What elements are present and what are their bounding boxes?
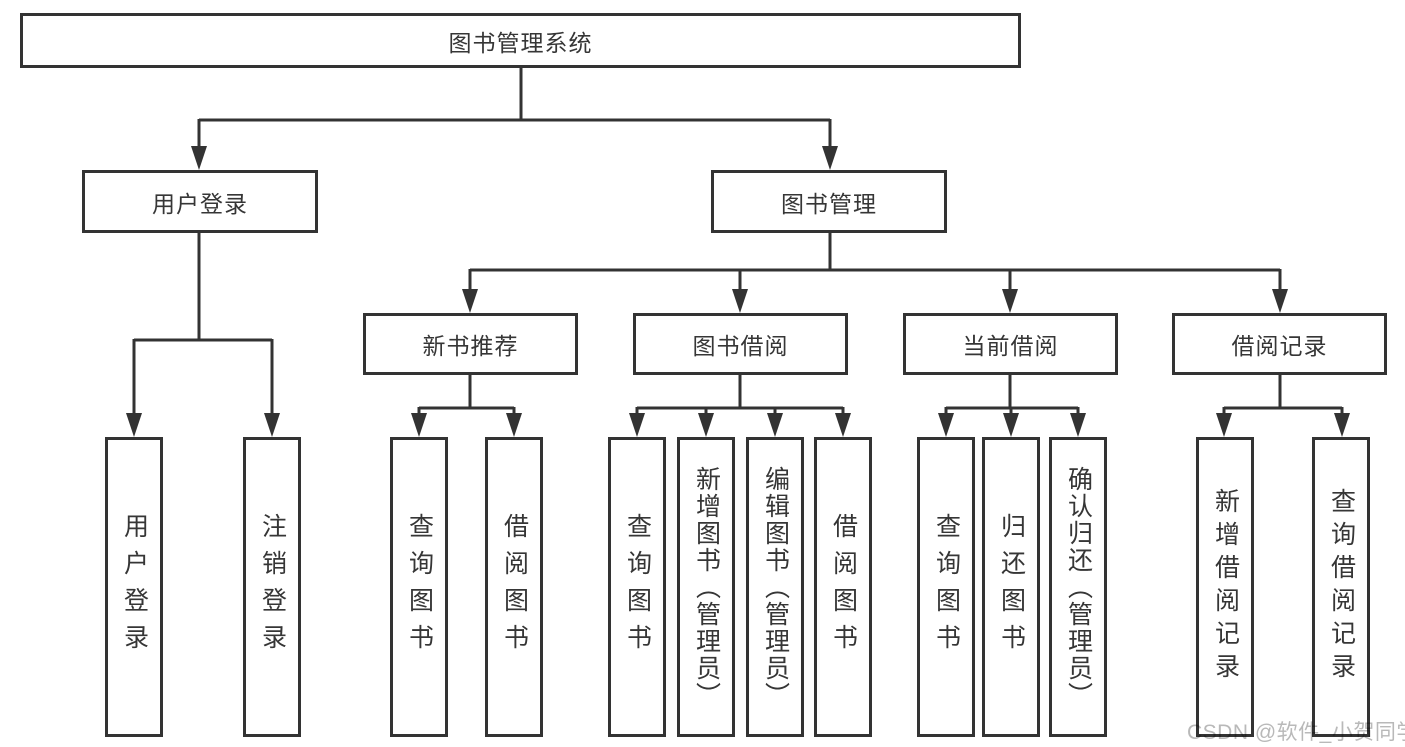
leaf-borrow-edit-books-admin-label: 编辑图书（管理员）: [761, 465, 790, 709]
csdn-watermark: CSDN @软件_小贺同学: [1187, 721, 1405, 744]
node-book-management-branch: 图书管理: [711, 170, 947, 233]
node-library-management-system: 图书管理系统: [20, 13, 1021, 68]
leaf-recommend-borrow-books-label: 借阅图书: [500, 513, 529, 661]
leaf-current-query-books-label: 查询图书: [932, 513, 961, 661]
node-current-borrowing: 当前借阅: [903, 313, 1118, 375]
node-new-book-recommendation: 新书推荐: [363, 313, 578, 375]
leaf-current-confirm-return-admin: 确认归还（管理员）: [1049, 437, 1107, 737]
leaf-logout-label: 注销登录: [258, 513, 287, 661]
node-borrowing-records: 借阅记录: [1172, 313, 1387, 375]
leaf-borrow-query-books-label: 查询图书: [623, 513, 652, 661]
leaf-borrow-query-books: 查询图书: [608, 437, 666, 737]
leaf-records-query-record: 查询借阅记录: [1312, 437, 1370, 737]
leaf-current-return-books: 归还图书: [982, 437, 1040, 737]
leaf-borrow-add-books-admin-label: 新增图书（管理员）: [692, 465, 721, 709]
leaf-borrow-borrow-books-label: 借阅图书: [829, 513, 858, 661]
leaf-current-return-books-label: 归还图书: [997, 513, 1026, 661]
leaf-records-query-record-label: 查询借阅记录: [1327, 488, 1356, 686]
leaf-records-add-record: 新增借阅记录: [1196, 437, 1254, 737]
leaf-borrow-add-books-admin: 新增图书（管理员）: [677, 437, 735, 737]
leaf-user-login: 用户登录: [105, 437, 163, 737]
leaf-borrow-borrow-books: 借阅图书: [814, 437, 872, 737]
leaf-recommend-query-books: 查询图书: [390, 437, 448, 737]
leaf-borrow-edit-books-admin: 编辑图书（管理员）: [746, 437, 804, 737]
leaf-current-query-books: 查询图书: [917, 437, 975, 737]
node-user-login-branch: 用户登录: [82, 170, 318, 233]
leaf-user-login-label: 用户登录: [120, 513, 149, 661]
leaf-current-confirm-return-admin-label: 确认归还（管理员）: [1064, 465, 1093, 709]
leaf-records-add-record-label: 新增借阅记录: [1211, 488, 1240, 686]
node-book-borrowing: 图书借阅: [633, 313, 848, 375]
leaf-recommend-query-books-label: 查询图书: [405, 513, 434, 661]
leaf-logout: 注销登录: [243, 437, 301, 737]
leaf-recommend-borrow-books: 借阅图书: [485, 437, 543, 737]
